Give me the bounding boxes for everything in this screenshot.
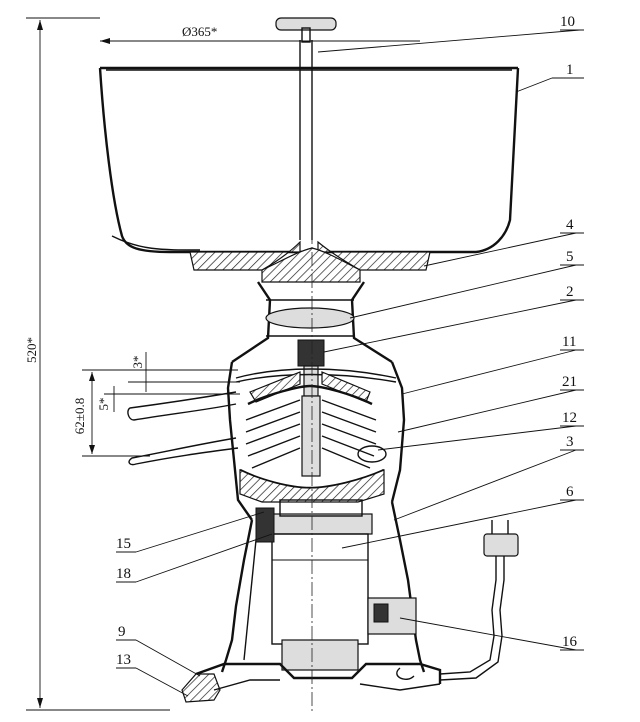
callout-15: 15	[116, 536, 131, 552]
callout-12: 12	[562, 410, 577, 426]
callout-labels: 10 1 4 5 2 11 21 12 3 6 16 15 18 9 13	[116, 14, 578, 668]
spout-dimensions: 62±0.8 3* 5*	[72, 352, 240, 457]
bowl-diameter-label: Ø365*	[182, 24, 217, 39]
callout-13: 13	[116, 652, 131, 668]
callout-10: 10	[560, 14, 575, 30]
callout-21: 21	[562, 374, 577, 390]
callout-16: 16	[562, 634, 578, 650]
callout-3: 3	[566, 434, 574, 450]
callout-11: 11	[562, 334, 576, 350]
float-chamber	[231, 281, 393, 364]
callout-1: 1	[566, 62, 574, 78]
bowl-bottom-flange	[189, 240, 431, 283]
milk-bowl	[98, 66, 520, 254]
base	[181, 662, 442, 703]
receiver-cup	[127, 361, 406, 521]
callout-9: 9	[118, 624, 126, 640]
switch	[367, 597, 417, 635]
motor-housing	[220, 499, 426, 673]
callout-2: 2	[566, 284, 574, 300]
leader-lines	[116, 29, 584, 697]
dim-small-1: 3*	[130, 356, 145, 369]
bowl-diameter-dimension: Ø365*	[100, 24, 420, 44]
height-dimension: 520*	[24, 17, 170, 711]
spout-range-label: 62±0.8	[72, 398, 87, 434]
callout-6: 6	[566, 484, 574, 500]
separator-drum	[239, 371, 387, 503]
callout-4: 4	[566, 217, 574, 233]
power-cord	[439, 520, 519, 681]
callout-18: 18	[116, 566, 131, 582]
dim-small-2: 5*	[96, 398, 111, 411]
callout-5: 5	[566, 249, 574, 265]
float-rod	[275, 17, 337, 240]
total-height-label: 520*	[24, 337, 39, 363]
